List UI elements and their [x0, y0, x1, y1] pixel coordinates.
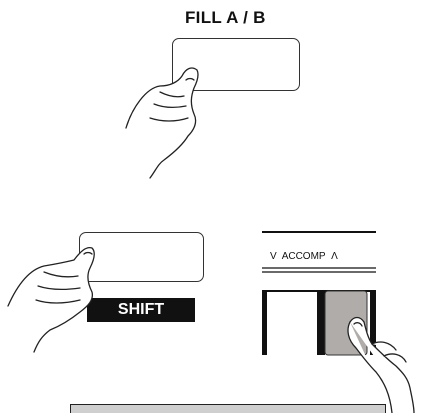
hand-pointer-accomp-icon	[348, 318, 414, 413]
accomp-rail-left	[262, 290, 267, 355]
lcd-display-bar	[70, 404, 386, 413]
hand-pointer-fill-icon	[126, 68, 198, 178]
hand-pointer-shift-icon	[8, 248, 94, 352]
accomp-divider	[317, 290, 325, 355]
